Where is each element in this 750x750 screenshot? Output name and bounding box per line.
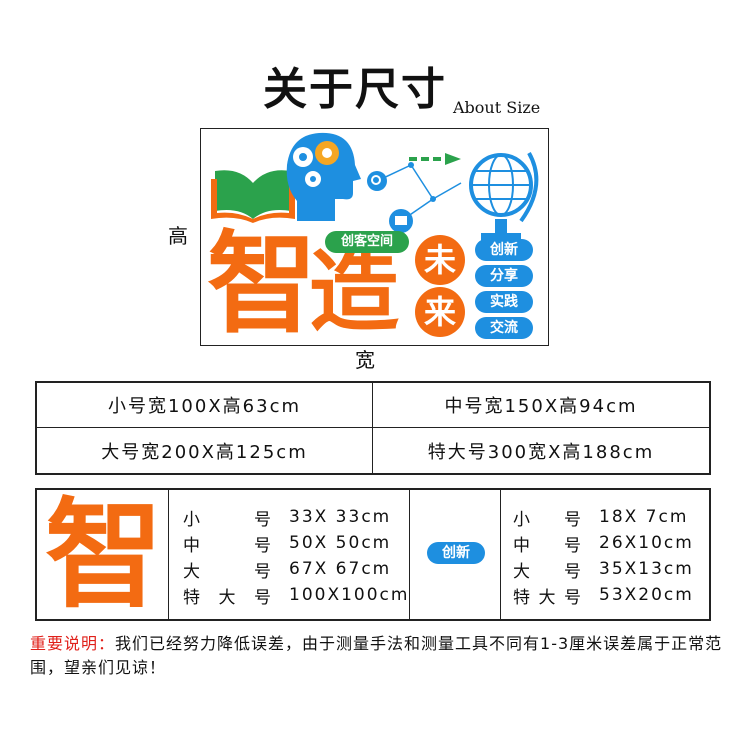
- height-label: 高: [168, 224, 188, 248]
- list-item: 小号 18X 7cm: [513, 504, 694, 530]
- book-icon: [211, 170, 295, 223]
- row-value: 50X 50cm: [289, 533, 392, 553]
- divider: [409, 490, 410, 619]
- size-small: 小号宽100X高63cm: [37, 383, 373, 428]
- page-title: 关于尺寸: [263, 64, 447, 115]
- row-value: 26X10cm: [599, 533, 694, 553]
- notice-text: 我们已经努力降低误差，由于测量手法和测量工具不同有1-3厘米误差属于正常范围，望…: [30, 634, 723, 677]
- tag-exchange: 交流: [475, 317, 533, 339]
- page-subtitle: About Size: [453, 98, 541, 117]
- tag-innovate: 创新: [475, 239, 533, 261]
- main-char-zao: 造: [309, 239, 399, 344]
- size-large: 大号宽200X高125cm: [37, 428, 373, 473]
- list-item: 特大号 100X100cm: [183, 582, 409, 608]
- tag-practice: 实践: [475, 291, 533, 313]
- size-table: 小号宽100X高63cm 中号宽150X高94cm 大号宽200X高125cm …: [35, 381, 711, 475]
- row-value: 18X 7cm: [599, 507, 689, 527]
- row-value: 53X20cm: [599, 585, 694, 605]
- row-name: 中号: [513, 535, 583, 556]
- small-component-list: 小号 18X 7cm 中号 26X10cm 大号 35X13cm 特大号 53X…: [513, 504, 694, 608]
- future-char-lai: 来: [415, 287, 465, 337]
- list-item: 中号 50X 50cm: [183, 530, 409, 556]
- future-char-wei: 未: [415, 235, 465, 285]
- row-name: 特大号: [183, 587, 273, 608]
- product-preview: 智 造 创客空间 未 来 创新 分享 实践 交流: [200, 128, 549, 346]
- row-value: 100X100cm: [289, 585, 410, 605]
- list-item: 大号 67X 67cm: [183, 556, 409, 582]
- component-size-table: 智 小号 33X 33cm 中号 50X 50cm 大号 67X 67cm 特大…: [35, 488, 711, 621]
- divider: [500, 490, 501, 619]
- row-value: 67X 67cm: [289, 559, 392, 579]
- large-component-list: 小号 33X 33cm 中号 50X 50cm 大号 67X 67cm 特大号 …: [183, 504, 409, 608]
- divider: [168, 490, 169, 619]
- row-value: 33X 33cm: [289, 507, 392, 527]
- row-name: 小号: [513, 509, 583, 530]
- main-char-zhi: 智: [207, 220, 317, 346]
- thinking-head-icon: [286, 132, 361, 221]
- network-globe-icon: [367, 152, 539, 241]
- tag-share: 分享: [475, 265, 533, 287]
- list-item: 大号 35X13cm: [513, 556, 694, 582]
- width-label: 宽: [355, 348, 375, 372]
- row-name: 特大号: [513, 587, 583, 608]
- row-name: 中号: [183, 535, 273, 556]
- size-medium: 中号宽150X高94cm: [373, 383, 709, 428]
- size-extra-large: 特大号300宽X高188cm: [427, 441, 655, 463]
- notice-label: 重要说明：: [30, 634, 116, 653]
- row-value: 35X13cm: [599, 559, 694, 579]
- maker-space-badge: 创客空间: [325, 231, 409, 253]
- innovate-badge: 创新: [427, 542, 485, 564]
- row-name: 大号: [183, 561, 273, 582]
- list-item: 特大号 53X20cm: [513, 582, 694, 608]
- zhi-icon: 智: [45, 486, 163, 624]
- important-notice: 重要说明：我们已经努力降低误差，由于测量手法和测量工具不同有1-3厘米误差属于正…: [30, 632, 730, 680]
- list-item: 中号 26X10cm: [513, 530, 694, 556]
- list-item: 小号 33X 33cm: [183, 504, 409, 530]
- row-name: 小号: [183, 509, 273, 530]
- row-name: 大号: [513, 561, 583, 582]
